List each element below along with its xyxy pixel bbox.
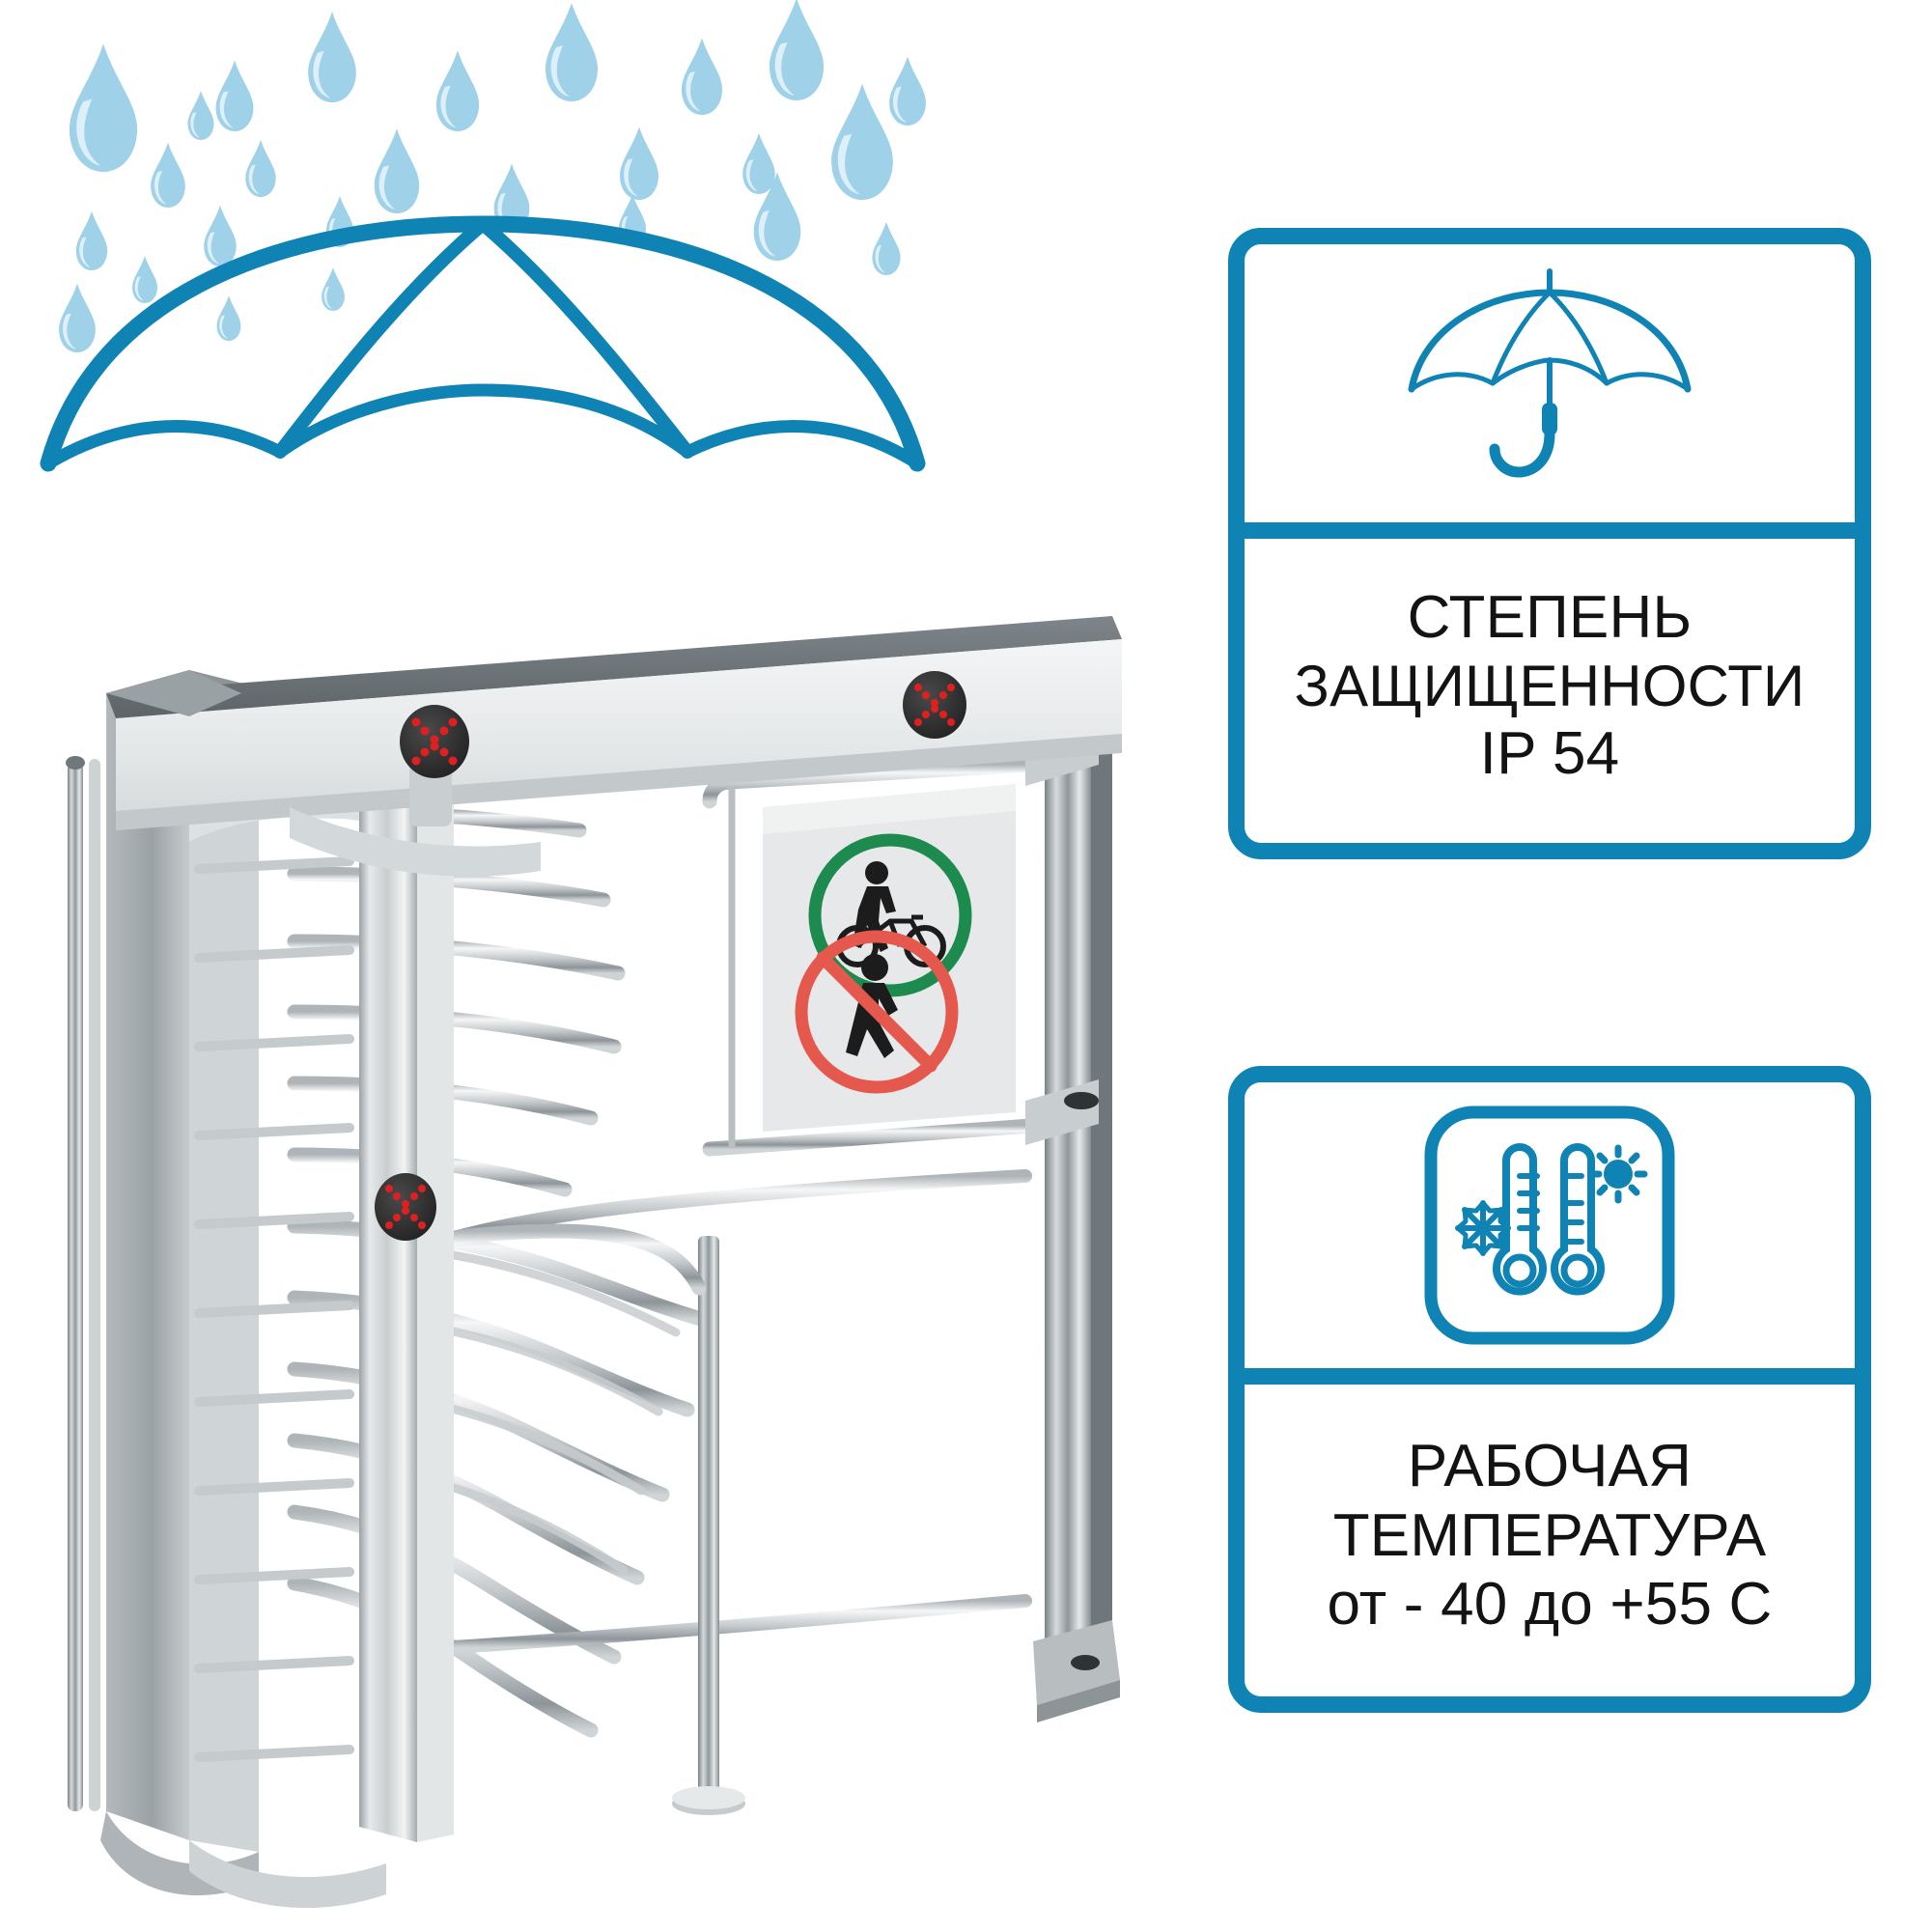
passage-rules-sign: [763, 784, 1016, 1132]
led-indicator-top-right: [903, 671, 966, 739]
left-cabinet: [100, 670, 259, 1896]
card-temp-line-3: от - 40 до +55 С: [1327, 1571, 1773, 1638]
led-indicator-center-column: [375, 1173, 436, 1241]
full-height-rotor-turnstile: [66, 616, 1122, 1909]
top-canopy: [106, 616, 1122, 877]
card-temp-text-area: РАБОЧАЯ ТЕМПЕРАТУРА от - 40 до +55 С: [1245, 1385, 1855, 1696]
card-temp-line-2: ТЕМПЕРАТУРА: [1332, 1501, 1767, 1569]
card-ip-text-area: СТЕПЕНЬ ЗАЩИЩЕННОСТИ IP 54: [1245, 539, 1855, 843]
card-ip-icon-area: [1245, 244, 1855, 539]
card-temp-line-1: РАБОЧАЯ: [1407, 1432, 1693, 1499]
fence-rails-lower: [447, 1169, 1032, 1654]
center-column: [359, 718, 454, 1842]
umbrella-icon: [1408, 268, 1692, 478]
right-support-post: [1025, 716, 1120, 1722]
thermometers-snowflake-sun-icon: [1424, 1106, 1675, 1345]
card-ip-line-1: СТЕПЕНЬ: [1407, 583, 1693, 651]
led-indicator-top-left: [400, 705, 469, 778]
fence-panel-lower: [716, 1174, 1012, 1647]
left-guard-tubes: [66, 756, 100, 1811]
card-temp-icon-area: [1245, 1082, 1855, 1385]
fence-support-post: [672, 1236, 745, 1815]
large-umbrella-outline: [40, 215, 926, 472]
card-ip-line-2: ЗАЩИЩЕННОСТИ: [1294, 653, 1805, 718]
card-ip-rating: СТЕПЕНЬ ЗАЩИЩЕННОСТИ IP 54: [1228, 228, 1871, 859]
card-operating-temperature: РАБОЧАЯ ТЕМПЕРАТУРА от - 40 до +55 С: [1228, 1066, 1871, 1713]
rotor-arms: [287, 803, 709, 1738]
pedestrian-forbidden-pictogram: [795, 930, 959, 1094]
card-ip-line-3: IP 54: [1479, 720, 1620, 788]
turnstile-illustration: [40, 0, 1122, 1909]
